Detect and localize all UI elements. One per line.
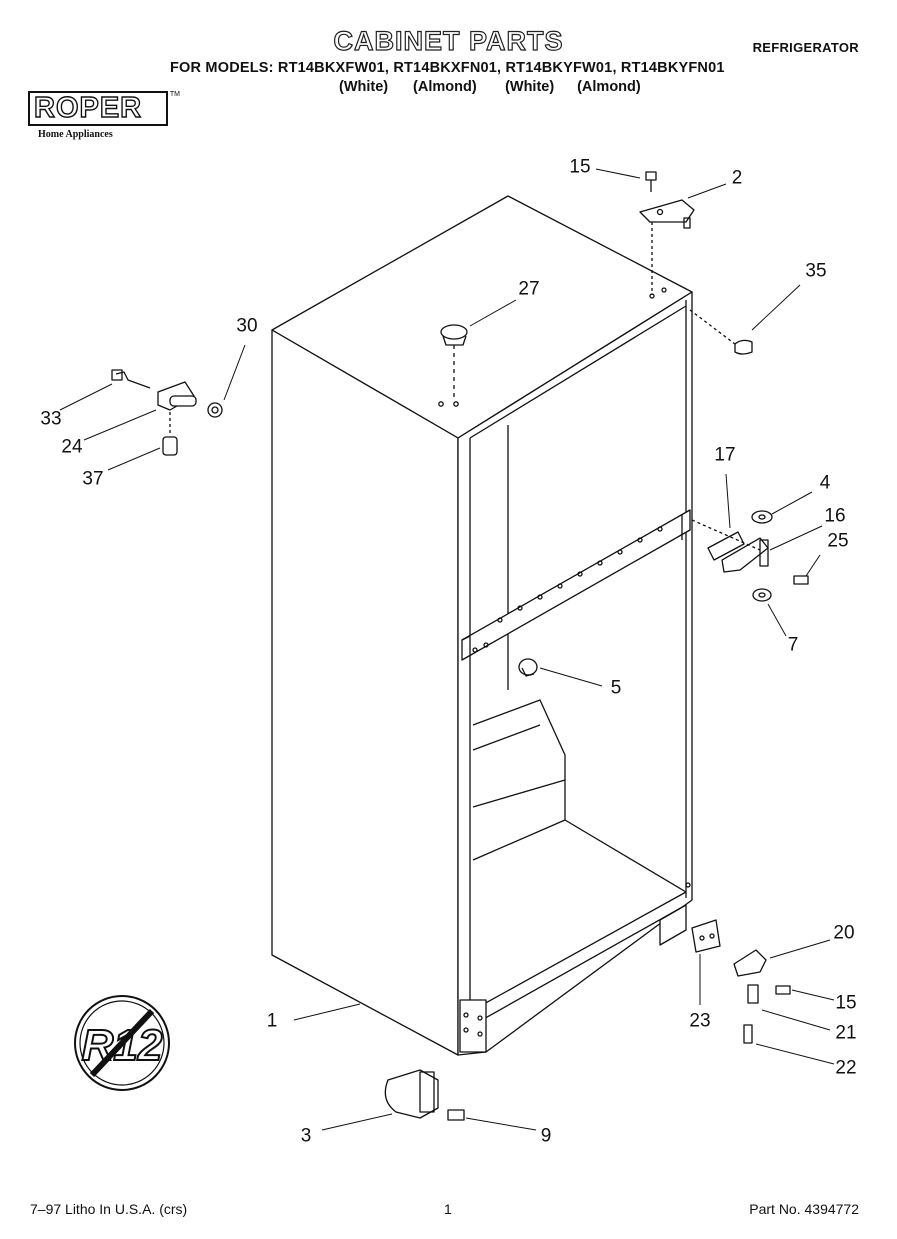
callout-33: 33: [40, 408, 62, 430]
callout-7: 7: [787, 634, 799, 656]
plug-5: [518, 658, 538, 677]
callout-17: 17: [714, 444, 736, 466]
part-number: Part No. 4394772: [749, 1201, 859, 1217]
bottom-left-hinge-3: [384, 1069, 465, 1121]
callout-22: 22: [835, 1057, 857, 1079]
page-number: 1: [444, 1201, 452, 1217]
leader-lines: [59, 168, 835, 1131]
brand-subtitle: Home Appliances: [38, 129, 113, 140]
callout-5: 5: [610, 677, 622, 699]
callout-21: 21: [835, 1022, 857, 1044]
model-colors: (White) (Almond) (White) (Almond): [339, 79, 641, 95]
callout-2: 2: [731, 167, 743, 189]
brand-name: ROPER: [33, 91, 143, 124]
callout-30: 30: [236, 315, 258, 337]
trim-cap-35: [689, 309, 753, 355]
callout-37: 37: [82, 468, 104, 490]
trademark-mark: TM: [169, 91, 180, 98]
brand-logo: ROPER TM Home Appliances: [28, 91, 180, 140]
callout-16: 16: [824, 505, 846, 527]
color-label: (White): [505, 79, 555, 95]
model-list: FOR MODELS: RT14BKXFW01, RT14BKXFN01, RT…: [170, 60, 725, 76]
callout-3: 3: [300, 1125, 312, 1147]
callout-1: 1: [266, 1010, 278, 1032]
cabinet-body: [271, 195, 693, 1056]
page-title: CABINET PARTS: [333, 25, 564, 56]
top-hinge-2: [639, 199, 695, 295]
mid-hinge-assembly: [691, 510, 809, 602]
callout-20: 20: [833, 922, 855, 944]
print-info: 7–97 Litho In U.S.A. (crs): [30, 1201, 188, 1217]
color-label: (White): [339, 79, 389, 95]
screw-15-top: [645, 171, 657, 192]
color-label: (Almond): [413, 79, 477, 95]
callout-27: 27: [518, 278, 540, 300]
callout-15-bottom: 15: [835, 992, 857, 1014]
hinge-rail: [461, 509, 691, 661]
callout-24: 24: [61, 436, 83, 458]
callout-4: 4: [819, 472, 831, 494]
callout-35: 35: [805, 260, 827, 282]
callout-23: 23: [689, 1010, 711, 1032]
top-plug-27: [440, 324, 468, 398]
callout-15: 15: [569, 156, 591, 178]
r12-prohibited-badge: R12: [74, 995, 170, 1091]
brand-box: ROPER TM: [28, 91, 180, 126]
callout-9: 9: [540, 1125, 552, 1147]
appliance-category: REFRIGERATOR: [752, 40, 859, 55]
callout-25: 25: [827, 530, 849, 552]
left-hinge-assembly: [111, 369, 223, 456]
color-label: (Almond): [577, 79, 641, 95]
bottom-hinge-assembly: [691, 919, 791, 1044]
